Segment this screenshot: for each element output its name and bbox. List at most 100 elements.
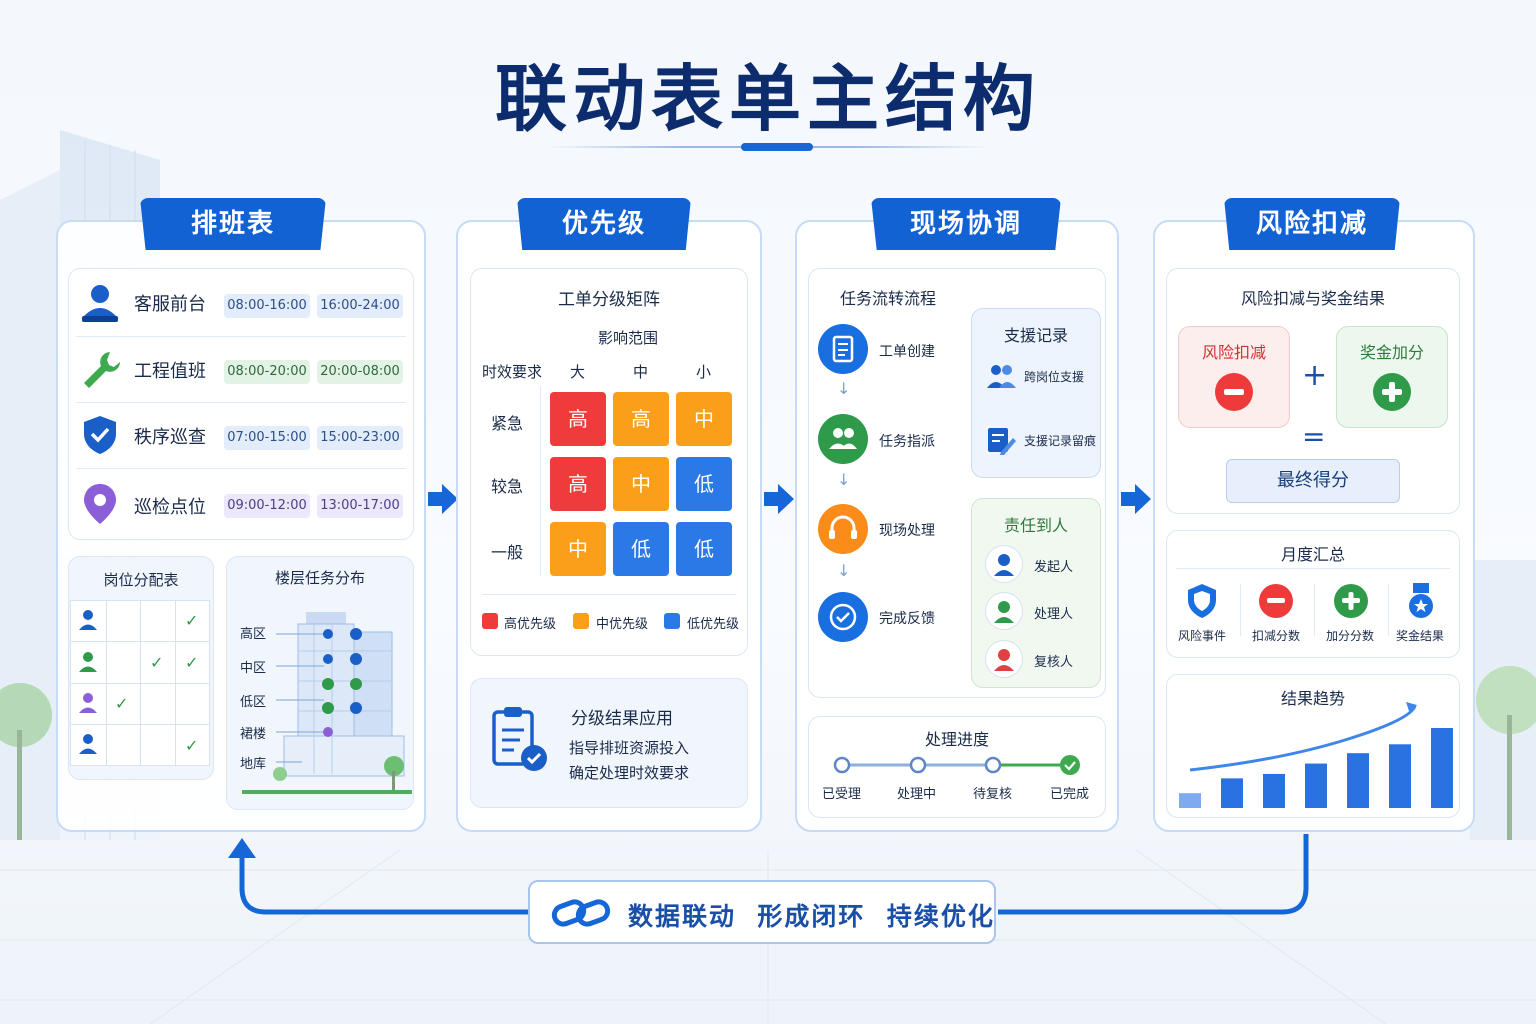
check-icon: ✓ (150, 653, 164, 672)
shift-slot: 16:00-24:00 (317, 294, 403, 318)
check-icon: ✓ (115, 694, 129, 713)
edit-record-icon (988, 428, 1016, 455)
time-requirement-label: 时效要求 (482, 363, 543, 381)
monthly-item-label: 风险事件 (1178, 629, 1227, 643)
shift-slot: 20:00-08:00 (317, 360, 403, 384)
person-icon (79, 652, 97, 672)
impact-range-label: 影响范围 (598, 329, 659, 347)
responsibility-title: 责任到人 (1003, 516, 1068, 535)
flow-step-label: 任务指派 (879, 434, 935, 450)
person-icon (79, 610, 97, 630)
grading-application-line: 指导排班资源投入 (569, 739, 690, 757)
location-pin-icon (84, 484, 116, 524)
shift-label-frontdesk: 客服前台 (134, 294, 206, 315)
trend-bar (1305, 763, 1327, 808)
legend-label: 高优先级 (504, 617, 557, 632)
matrix-title: 工单分级矩阵 (558, 290, 660, 310)
responsibility-role: 处理人 (1034, 607, 1074, 622)
trend-bar (1389, 744, 1411, 808)
shift-slot: 08:00-20:00 (224, 360, 310, 384)
floor-label: 地库 (240, 757, 267, 772)
person-icon (79, 734, 97, 754)
final-score-box: 最终得分 (1226, 459, 1400, 503)
shift-label-inspection: 巡检点位 (134, 497, 206, 518)
matrix-cell-mid: 中 (676, 392, 732, 446)
grading-application-title: 分级结果应用 (571, 709, 673, 729)
floor-label: 中区 (240, 661, 267, 676)
flow-step-label: 工单创建 (879, 344, 935, 360)
footer-slogan: 数据联动 形成闭环 持续优化 (628, 902, 995, 931)
trend-chart (1179, 702, 1453, 808)
monthly-item-label: 扣减分数 (1252, 629, 1301, 643)
clipboard-check-icon (492, 707, 547, 771)
floor-task-title: 楼层任务分布 (274, 569, 365, 587)
legend-label: 低优先级 (687, 617, 740, 632)
flow-arrow-icon (1121, 484, 1151, 514)
matrix-row-header: 较急 (491, 477, 524, 496)
support-item: 跨岗位支援 (1024, 370, 1085, 384)
matrix-row-header: 一般 (491, 543, 524, 562)
floor-label: 低区 (240, 695, 267, 710)
monthly-item-label: 奖金结果 (1396, 629, 1445, 643)
monthly-summary-title: 月度汇总 (1280, 545, 1345, 564)
trend-bar (1263, 773, 1285, 808)
trend-bar (1221, 778, 1243, 808)
link-chain-icon (551, 899, 611, 927)
matrix-cell-high: 高 (613, 392, 669, 446)
schedule-panel-title: 排班表 (140, 198, 326, 250)
check-icon: ✓ (185, 653, 199, 672)
support-item: 支援记录留痕 (1024, 434, 1097, 448)
shift-label-patrol: 秩序巡查 (134, 427, 206, 448)
legend-swatch-high (482, 613, 498, 629)
legend-swatch-mid (573, 613, 589, 629)
trend-bar (1431, 728, 1453, 808)
shift-label-engineering: 工程值班 (134, 361, 206, 382)
shift-slot: 08:00-16:00 (224, 294, 310, 318)
progress-step: 已完成 (1050, 787, 1090, 802)
create-order-icon (818, 324, 868, 374)
matrix-cell-high: 高 (550, 457, 606, 511)
down-arrow-icon: ↓ (837, 379, 851, 398)
assign-task-icon (818, 414, 868, 464)
grading-application-line: 确定处理时效要求 (569, 764, 690, 782)
responsibility-role: 发起人 (1034, 560, 1074, 575)
row-divider (76, 336, 406, 337)
deduction-label: 风险扣减 (1201, 343, 1266, 362)
progress-step: 处理中 (897, 787, 937, 802)
matrix-col-header: 中 (633, 363, 649, 381)
legend-swatch-low (664, 613, 680, 629)
wrench-icon (84, 352, 120, 388)
floor-label: 高区 (240, 627, 267, 642)
floor-label: 裙楼 (240, 727, 267, 742)
medal-icon (1409, 583, 1433, 618)
down-arrow-icon: ↓ (837, 561, 851, 580)
flow-arrow-icon (428, 484, 458, 514)
flow-step-label: 现场处理 (879, 523, 935, 539)
row-divider (76, 402, 406, 403)
avatar (985, 592, 1023, 630)
check-icon: ✓ (185, 736, 199, 755)
shift-slot: 13:00-17:00 (317, 494, 403, 518)
person-icon (79, 693, 97, 713)
minus-circle-icon (1259, 584, 1293, 618)
trend-title: 结果趋势 (1280, 689, 1345, 708)
title-accent (741, 143, 813, 151)
matrix-col-header: 小 (696, 363, 712, 381)
task-flow-title: 任务流转流程 (840, 289, 937, 308)
shift-slot: 15:00-23:00 (317, 426, 403, 450)
matrix-cell-high: 高 (550, 392, 606, 446)
minus-circle-icon (1215, 373, 1253, 411)
flow-step-label: 完成反馈 (879, 611, 935, 627)
plus-sign: + (1302, 358, 1328, 393)
trend-bar (1179, 793, 1201, 808)
equals-sign: = (1302, 420, 1326, 453)
legend-label: 中优先级 (596, 617, 649, 632)
check-icon: ✓ (185, 611, 199, 630)
matrix-col-header: 大 (570, 363, 586, 381)
responsibility-role: 复核人 (1034, 655, 1074, 670)
progress-track (833, 755, 1080, 775)
customer-service-icon (82, 285, 118, 322)
monthly-item-label: 加分分数 (1326, 629, 1375, 643)
plus-circle-icon (1373, 373, 1411, 411)
flow-arrow-icon (764, 484, 794, 514)
